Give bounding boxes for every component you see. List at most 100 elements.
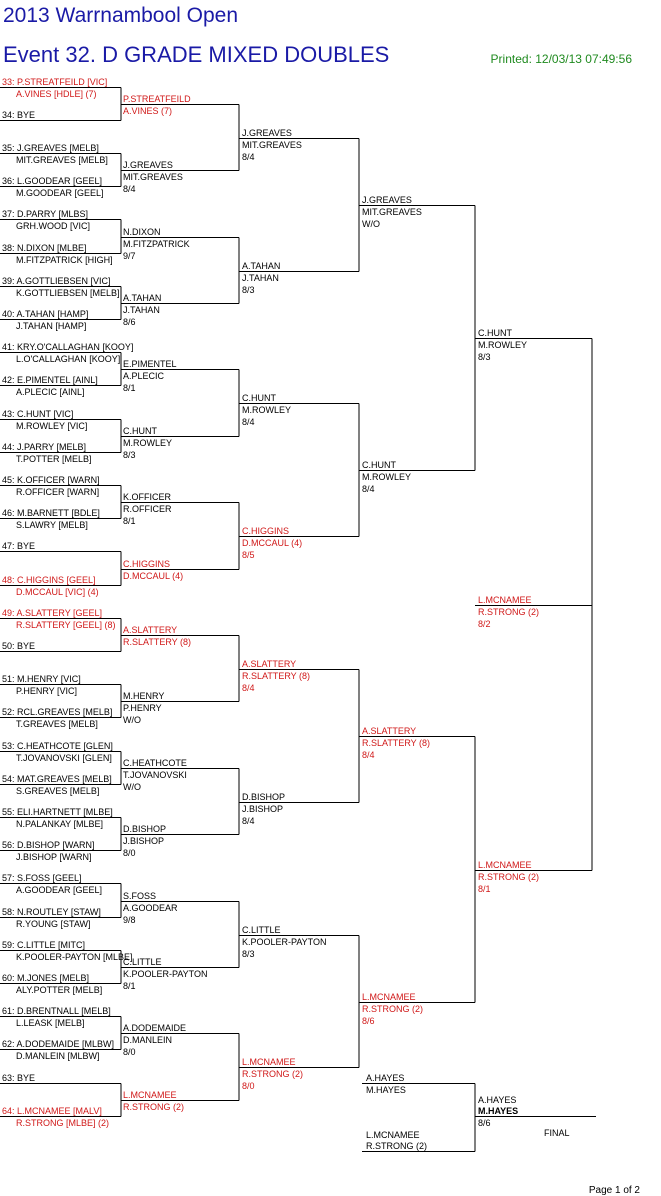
finalist: A.HAYES [366,1072,405,1083]
draw-entry: A.GOODEAR [GEEL] [16,884,103,895]
match-score: 8/4 [123,183,136,194]
round2-winner: M.HENRY [123,690,165,701]
match-score: 8/2 [478,618,491,629]
match-score: 8/1 [478,883,491,894]
round5-winner: L.MCNAMEE [478,859,532,870]
draw-entry: R.OFFICER [WARN] [16,486,100,497]
draw-entry: 58: N.ROUTLEY [STAW] [2,906,101,917]
round2-winner: C.HEATHCOTE [123,757,187,768]
draw-entry: 52: RCL.GREAVES [MELB] [2,706,113,717]
match-score: W/O [123,714,141,725]
round2-winner: M.FITZPATRICK [123,238,190,249]
round4-winner: R.SLATTERY (8) [362,737,431,748]
match-score: 8/4 [242,151,255,162]
round4-winner: C.HUNT [362,459,396,470]
draw-entry: L.LEASK [MELB] [16,1017,85,1028]
draw-entry: 37: D.PARRY [MLBS] [2,208,89,219]
draw-entry: J.BISHOP [WARN] [16,851,92,862]
draw-entry: 57: S.FOSS [GEEL] [2,872,82,883]
round3-winner: L.MCNAMEE [242,1056,296,1067]
round3-winner: R.SLATTERY (8) [242,670,311,681]
draw-entry: M.ROWLEY [VIC] [16,420,88,431]
draw-entry: 33: P.STREATFEILD [VIC] [2,76,108,87]
draw-entry: GRH.WOOD [VIC] [16,220,90,231]
draw-entry: T.POTTER [MELB] [16,453,92,464]
printed-timestamp: Printed: 12/03/13 07:49:56 [490,52,632,66]
match-score: 8/3 [123,449,136,460]
draw-entry: 50: BYE [2,640,36,651]
round2-winner: S.FOSS [123,890,157,901]
round2-winner: N.DIXON [123,226,161,237]
round5-winner: R.STRONG (2) [478,871,540,882]
match-score: 8/1 [123,980,136,991]
round2-winner: K.OFFICER [123,491,172,502]
draw-entry: L.O'CALLAGHAN [KOOY] [16,353,121,364]
round2-winner: P.HENRY [123,702,162,713]
match-score: 8/3 [242,948,255,959]
round3-winner: J.GREAVES [242,127,292,138]
draw-entry: 47: BYE [2,540,36,551]
round2-winner: K.POOLER-PAYTON [123,968,208,979]
match-score: 8/4 [242,815,255,826]
event-title: Event 32. D GRADE MIXED DOUBLES [3,42,390,67]
match-score: 8/6 [123,316,136,327]
round3-winner: D.BISHOP [242,791,286,802]
round2-winner: M.ROWLEY [123,437,173,448]
draw-entry: T.JOVANOVSKI [GLEN] [16,752,112,763]
finalist: L.MCNAMEE [366,1129,420,1140]
round4-winner: M.ROWLEY [362,471,412,482]
round2-winner: T.JOVANOVSKI [123,769,187,780]
round2-winner: P.STREATFEILD [123,93,191,104]
draw-entry: 40: A.TAHAN [HAMP] [2,308,89,319]
draw-entry: 60: M.JONES [MELB] [2,972,90,983]
draw-entry: S.LAWRY [MELB] [16,519,88,530]
tournament-title: 2013 Warrnambool Open [3,4,239,27]
match-score: 8/0 [242,1080,255,1091]
page-number: Page 1 of 2 [588,1185,640,1196]
draw-entry: ALY.POTTER [MELB] [16,984,103,995]
round2-winner: L.MCNAMEE [123,1089,177,1100]
draw-entry: 63: BYE [2,1072,36,1083]
round5-winner: C.HUNT [478,327,512,338]
match-score: 8/1 [123,382,136,393]
section-winner: L.MCNAMEE [478,594,532,605]
round2-winner: A.GOODEAR [123,902,178,913]
draw-entry: S.GREAVES [MELB] [16,785,100,796]
round2-winner: R.OFFICER [123,503,172,514]
section-winner: R.STRONG (2) [478,606,540,617]
match-score: 8/3 [478,351,491,362]
draw-entry: 55: ELI.HARTNETT [MLBE] [2,806,113,817]
draw-entry: 42: E.PIMENTEL [AINL] [2,374,98,385]
draw-entry: 53: C.HEATHCOTE [GLEN] [2,740,113,751]
match-score: 8/3 [242,284,255,295]
round3-winner: J.BISHOP [242,803,284,814]
draw-entry: D.MANLEIN [MLBW] [16,1050,100,1061]
draw-entry: 59: C.LITTLE [MITC] [2,939,86,950]
round2-winner: D.BISHOP [123,823,167,834]
round3-winner: J.TAHAN [242,272,279,283]
draw-entry: 46: M.BARNETT [BDLE] [2,507,100,518]
round2-winner: E.PIMENTEL [123,358,177,369]
match-score: W/O [123,781,141,792]
draw-entry: K.GOTTLIEBSEN [MELB] [16,287,120,298]
match-score: 9/8 [123,914,136,925]
match-score: 8/0 [123,847,136,858]
round2-winner: C.LITTLE [123,956,162,967]
round3-winner: M.ROWLEY [242,404,292,415]
draw-entry: M.FITZPATRICK [HIGH] [16,254,113,265]
draw-entry: J.TAHAN [HAMP] [16,320,87,331]
draw-entry: A.VINES [HDLE] (7) [16,88,97,99]
match-score: 9/7 [123,250,136,261]
draw-entry: M.GOODEAR [GEEL] [16,187,104,198]
round4-winner: A.SLATTERY [362,725,417,736]
match-score: 8/5 [242,549,255,560]
draw-entry: 44: J.PARRY [MELB] [2,441,87,452]
round4-winner: L.MCNAMEE [362,991,416,1002]
match-score: 8/4 [362,483,375,494]
draw-entry: 43: C.HUNT [VIC] [2,408,74,419]
match-score: 8/4 [242,682,255,693]
round3-winner: MIT.GREAVES [242,139,302,150]
round2-winner: A.PLECIC [123,370,165,381]
draw-entry: D.MCCAUL [VIC] (4) [16,586,99,597]
